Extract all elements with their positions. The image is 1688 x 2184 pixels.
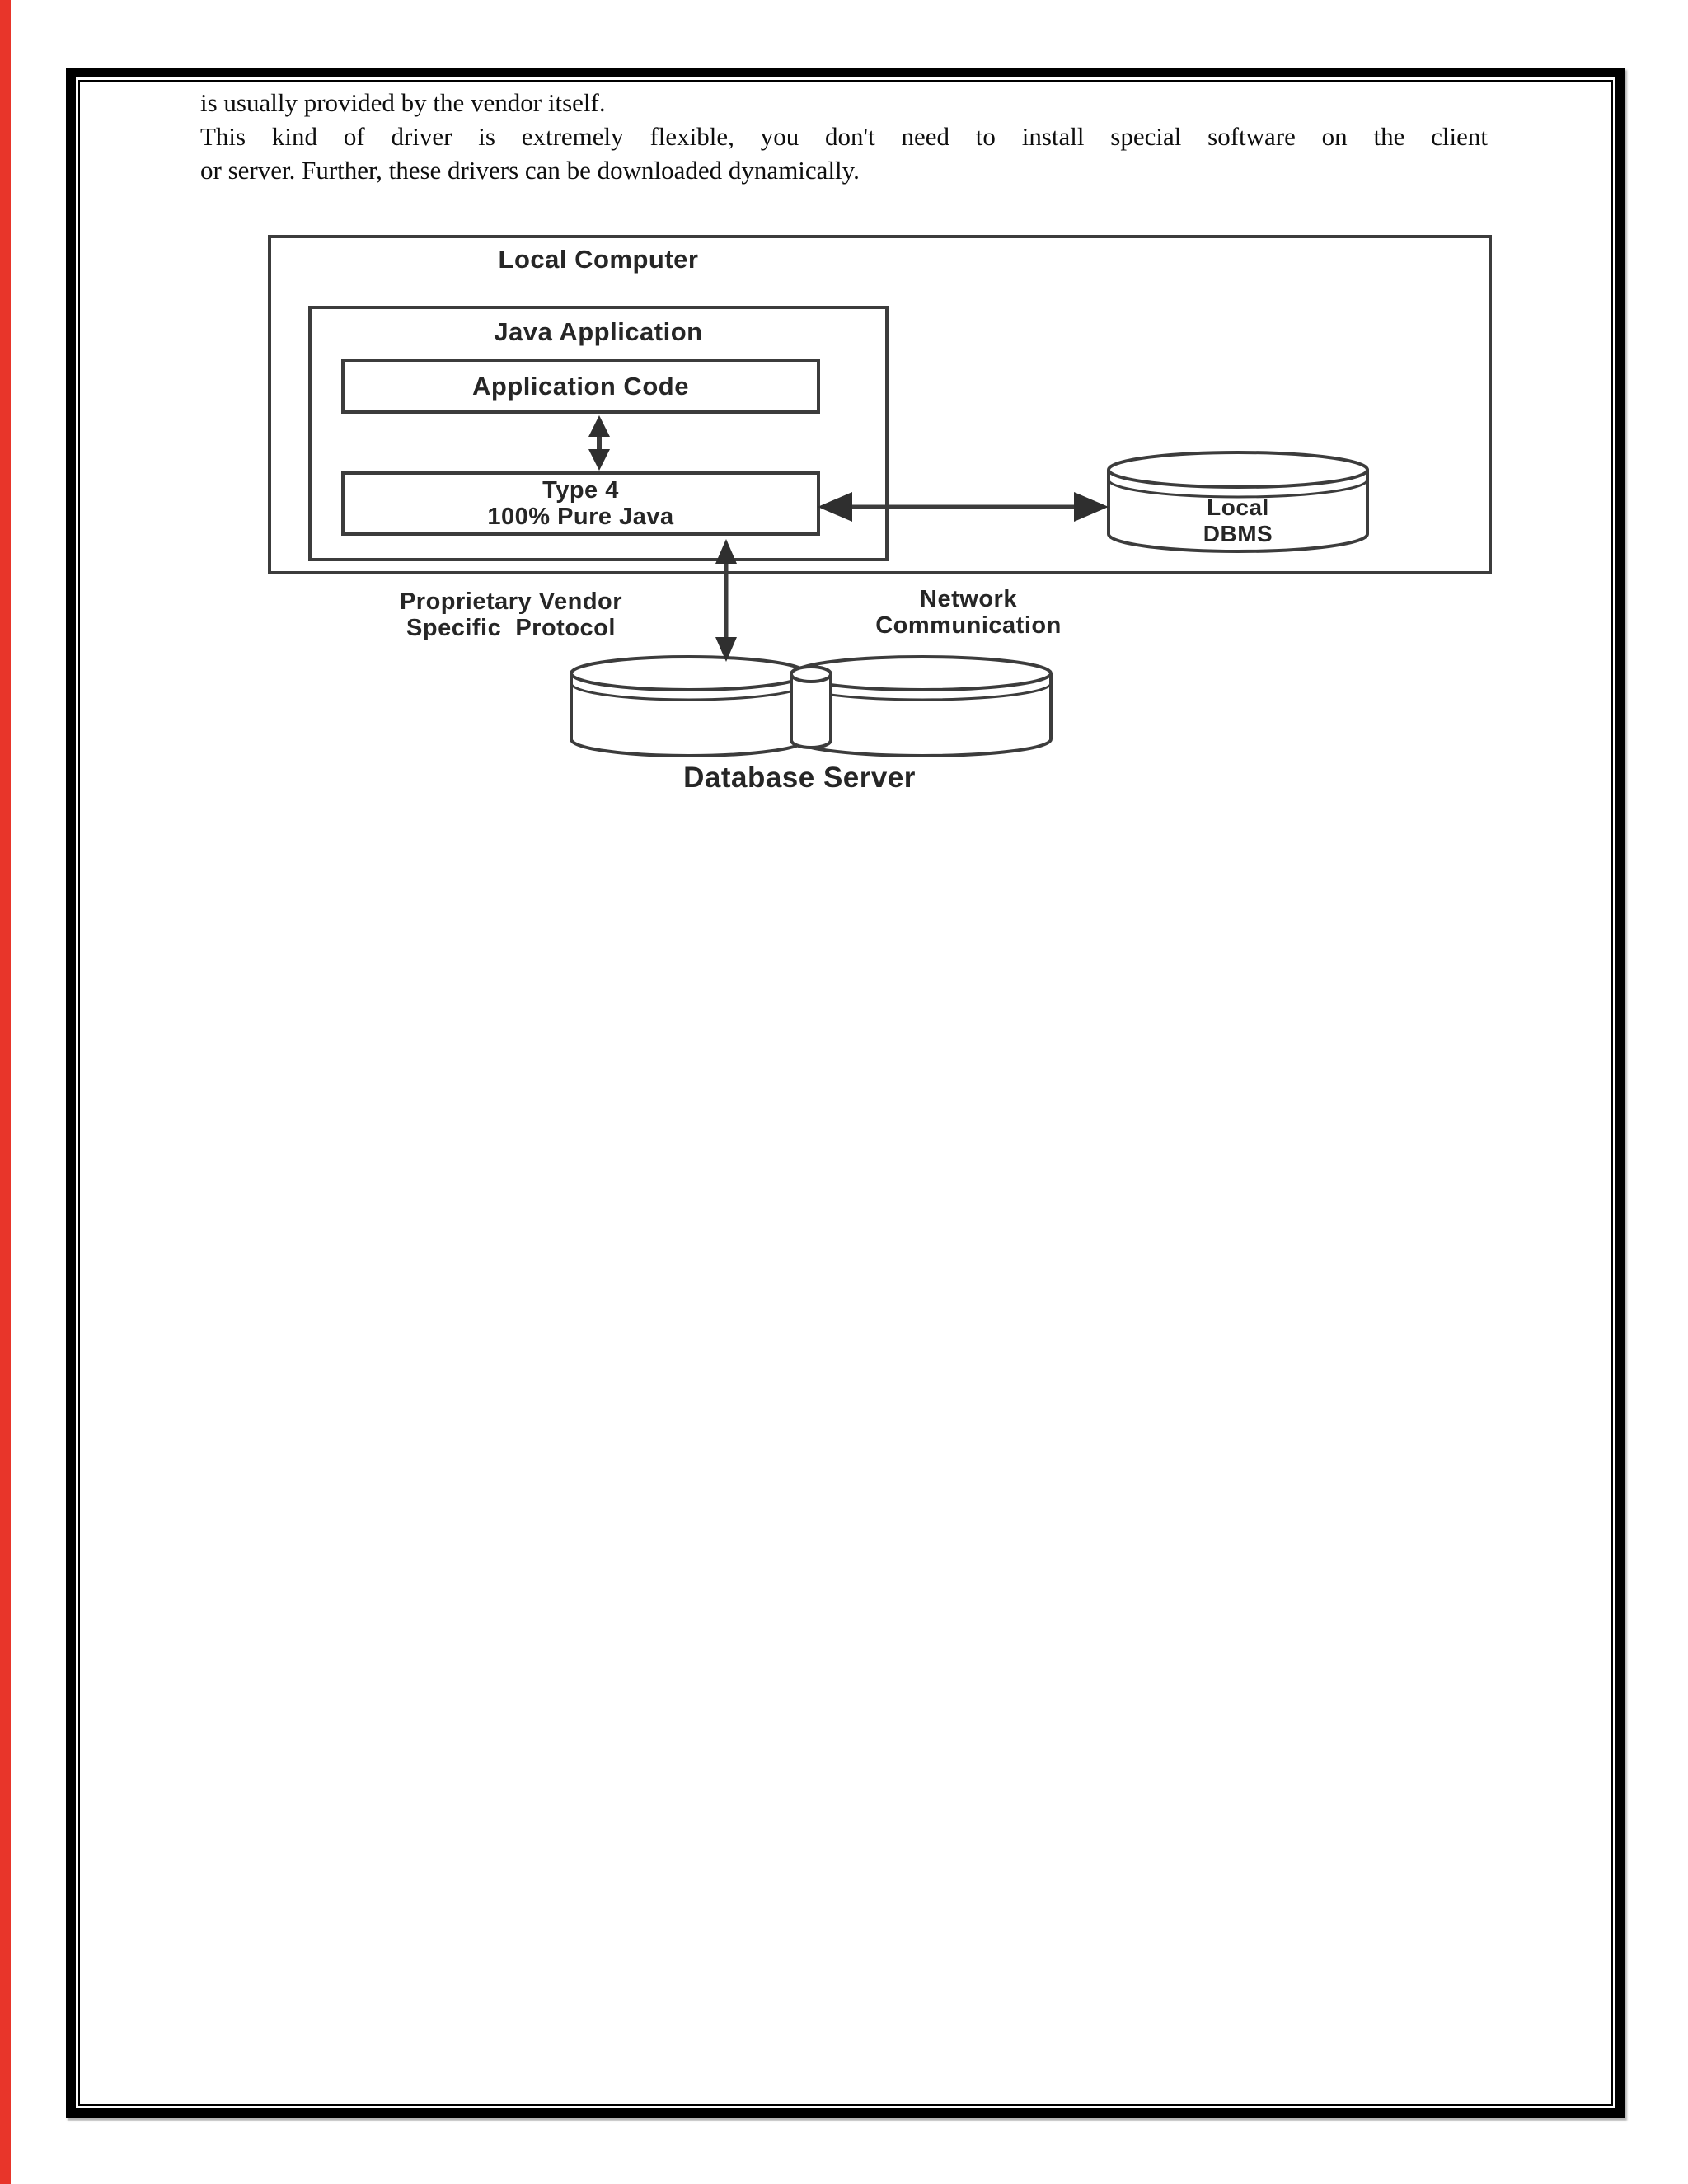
proprietary-protocol-line2: Specific Protocol bbox=[406, 615, 616, 641]
paragraph-line-3: or server. Further, these drivers can be… bbox=[200, 156, 860, 185]
network-communication-line1: Network bbox=[920, 586, 1017, 612]
local-computer-box bbox=[268, 235, 1492, 574]
page-frame-outer bbox=[66, 68, 1625, 2118]
proprietary-protocol-line1: Proprietary Vendor bbox=[399, 588, 623, 615]
proprietary-protocol-label: Proprietary Vendor Specific Protocol bbox=[305, 588, 717, 641]
page-frame-inner bbox=[78, 80, 1613, 2106]
local-dbms-label: Local DBMS bbox=[1109, 494, 1367, 547]
application-code-label: Application Code bbox=[472, 371, 689, 401]
type4-label-line2: 100% Pure Java bbox=[487, 504, 674, 530]
left-accent-bar bbox=[0, 0, 11, 2184]
network-communication-label: Network Communication bbox=[762, 586, 1175, 639]
local-dbms-line2: DBMS bbox=[1203, 521, 1273, 546]
paragraph-line-2: This kind of driver is extremely flexibl… bbox=[200, 122, 1488, 151]
java-application-box bbox=[308, 306, 889, 561]
type4-label-line1: Type 4 bbox=[542, 477, 619, 504]
local-dbms-line1: Local bbox=[1207, 494, 1269, 520]
java-application-label: Java Application bbox=[494, 317, 703, 346]
network-communication-line2: Communication bbox=[875, 612, 1062, 639]
type4-driver-box: Type 4 100% Pure Java bbox=[341, 471, 820, 536]
database-server-label: Database Server bbox=[683, 762, 916, 794]
local-computer-label: Local Computer bbox=[498, 245, 699, 274]
paragraph-line-1: is usually provided by the vendor itself… bbox=[200, 88, 606, 117]
paragraph: is usually provided by the vendor itself… bbox=[200, 86, 1488, 187]
application-code-box: Application Code bbox=[341, 359, 820, 414]
